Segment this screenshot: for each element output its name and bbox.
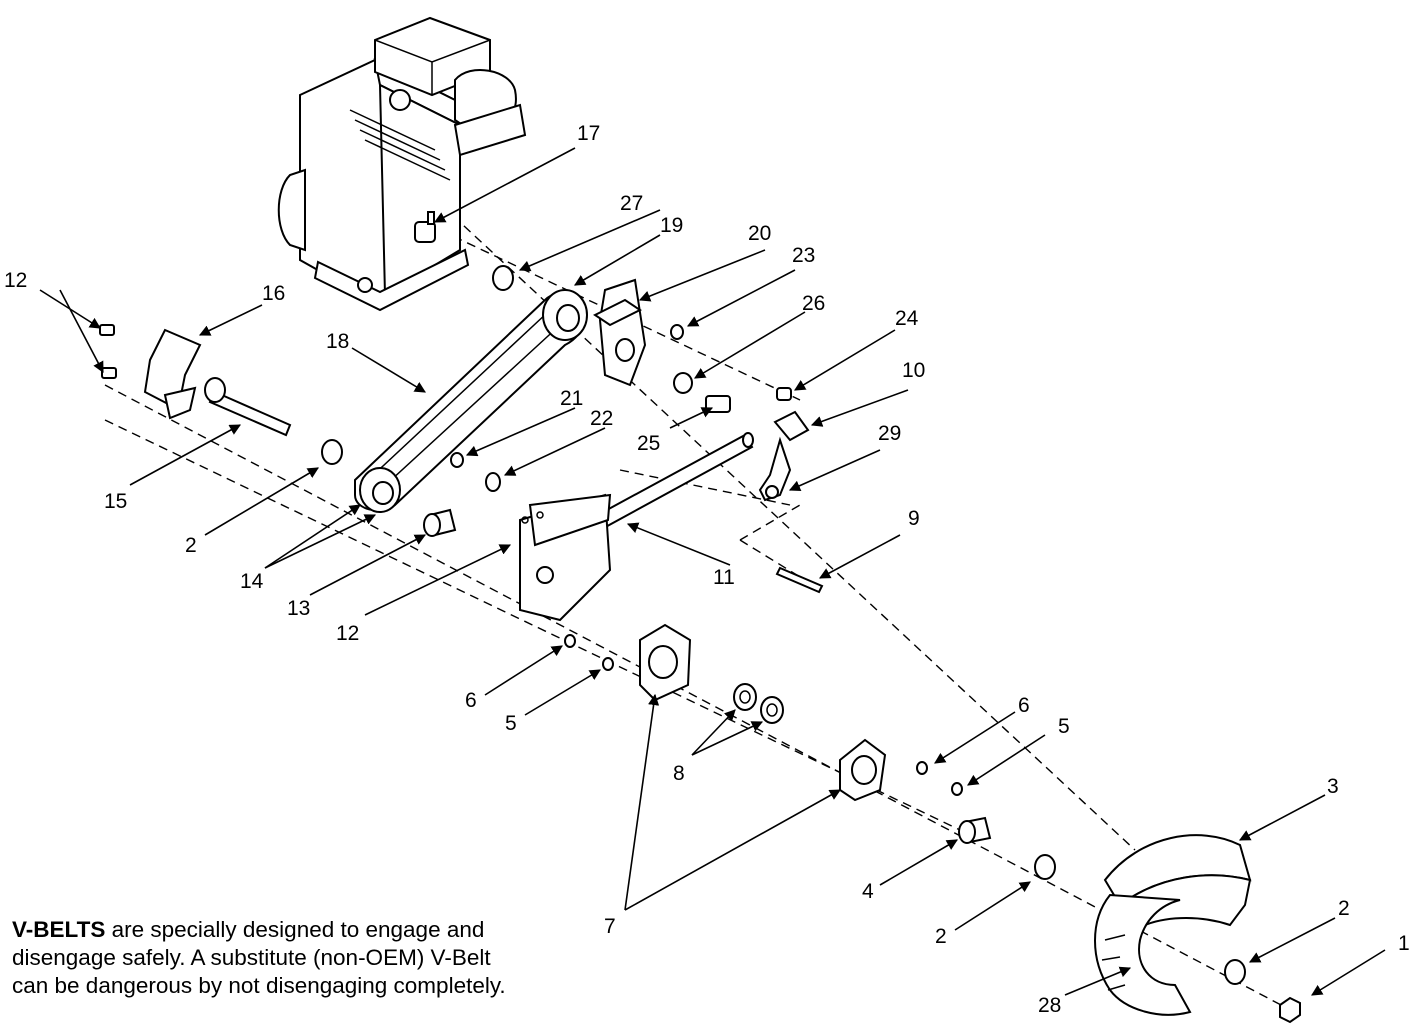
callout-14: 14 [240, 570, 264, 593]
callout-6: 6 [465, 689, 477, 712]
callout-13: 13 [287, 597, 310, 620]
callout-5: 5 [1058, 715, 1070, 738]
leader-arrows [39, 147, 1386, 996]
callout-2: 2 [1338, 897, 1350, 920]
callout-18: 18 [326, 330, 349, 353]
callout-4: 4 [862, 880, 874, 903]
callout-2: 2 [935, 925, 947, 948]
callout-5: 5 [505, 712, 517, 735]
spacers-8 [733, 683, 784, 724]
callout-19: 19 [660, 214, 683, 237]
note-bold: V-BELTS [12, 917, 106, 942]
callout-26: 26 [802, 292, 825, 315]
v-belt [354, 289, 588, 513]
note-line-3: can be dangerous by not disengaging comp… [12, 973, 506, 998]
part-10-29-lever [758, 410, 810, 502]
callout-6: 6 [1018, 694, 1030, 717]
part-9-pin [775, 566, 824, 594]
washers [321, 265, 1301, 1024]
bolts-24-25 [705, 387, 792, 413]
callout-17: 17 [577, 122, 600, 145]
bearing-flanges [639, 623, 887, 802]
callout-labels: 1 2 2 2 3 4 5 5 6 6 7 8 9 10 11 12 12 13… [4, 122, 1410, 1017]
callout-28: 28 [1038, 994, 1061, 1017]
callout-7: 7 [604, 915, 616, 938]
callout-2: 2 [185, 534, 197, 557]
note-line-2: disengage safely. A substitute (non-OEM)… [12, 945, 491, 970]
note-line-1: are specially designed to engage and [105, 917, 485, 942]
impeller-and-housing [1094, 834, 1252, 1016]
callout-16: 16 [262, 282, 285, 305]
callout-11: 11 [713, 566, 735, 589]
part-15-shaft [204, 377, 292, 437]
bushings [423, 508, 992, 844]
callout-9: 9 [908, 507, 920, 530]
callout-21: 21 [560, 387, 583, 410]
bolts-12 [99, 324, 117, 379]
callout-1: 1 [1398, 932, 1410, 955]
callout-27: 27 [620, 192, 643, 215]
v-belt-warning-note: V-BELTS are specially designed to engage… [12, 916, 612, 1000]
callout-8: 8 [673, 762, 685, 785]
part-16-bracket [143, 328, 202, 420]
engine [277, 16, 527, 312]
mounting-plate [519, 493, 612, 622]
callout-3: 3 [1327, 775, 1339, 798]
callout-10: 10 [902, 359, 925, 382]
callout-22: 22 [590, 407, 613, 430]
callout-25: 25 [637, 432, 660, 455]
callout-12: 12 [336, 622, 359, 645]
callout-20: 20 [748, 222, 771, 245]
callout-23: 23 [792, 244, 815, 267]
callout-29: 29 [878, 422, 901, 445]
part-20-bracket [593, 278, 647, 387]
callout-15: 15 [104, 490, 127, 513]
callout-24: 24 [895, 307, 919, 330]
callout-12: 12 [4, 269, 27, 292]
